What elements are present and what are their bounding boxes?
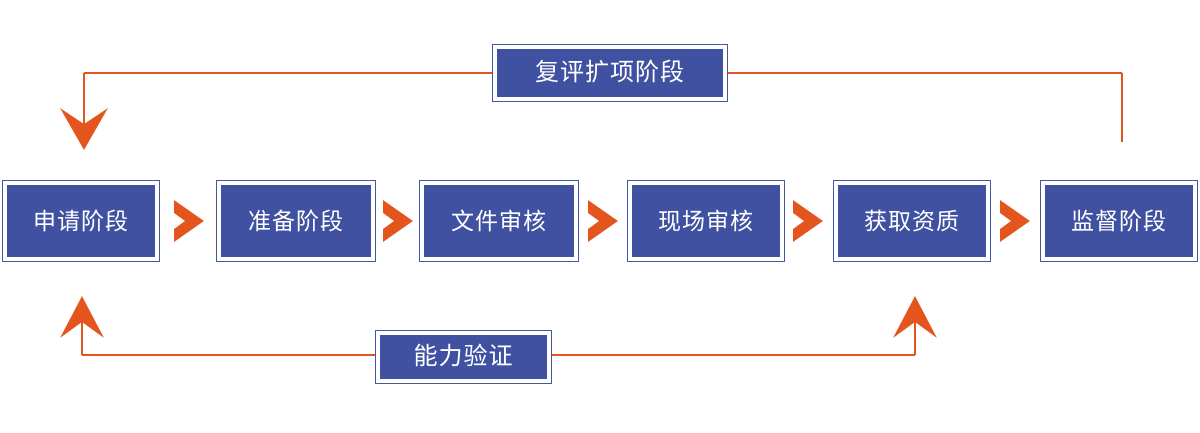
process-box-step-onsite[interactable]: 现场审核 [627, 180, 785, 262]
process-box-step-doc-review-label: 文件审核 [451, 207, 547, 234]
process-box-step-apply-label: 申请阶段 [33, 207, 129, 234]
process-box-step-supervise-fill: 监督阶段 [1044, 184, 1194, 258]
process-box-step-onsite-label: 现场审核 [658, 207, 754, 234]
chevron-right-icon-3 [588, 200, 618, 242]
arrow-up-icon-2 [893, 296, 937, 338]
process-box-step-obtain-label: 获取资质 [864, 207, 960, 234]
branch-box-capability-verification-label: 能力验证 [413, 343, 514, 370]
chevron-right-icon-2 [383, 200, 413, 242]
branch-box-reassessment[interactable]: 复评扩项阶段 [492, 44, 728, 102]
process-box-step-doc-review-fill: 文件审核 [423, 184, 575, 258]
arrow-up-icon [60, 296, 104, 338]
branch-box-capability-verification-fill: 能力验证 [379, 334, 548, 380]
process-box-step-prepare-fill: 准备阶段 [220, 184, 372, 258]
arrow-down-icon [60, 108, 108, 150]
process-box-step-apply-fill: 申请阶段 [6, 184, 156, 258]
chevron-right-icon-5 [1000, 200, 1030, 242]
branch-box-capability-verification[interactable]: 能力验证 [375, 330, 552, 384]
process-box-step-apply[interactable]: 申请阶段 [2, 180, 160, 262]
process-box-step-supervise-label: 监督阶段 [1071, 207, 1167, 234]
process-box-step-prepare[interactable]: 准备阶段 [216, 180, 376, 262]
chevron-right-icon-1 [174, 200, 204, 242]
branch-box-reassessment-label: 复评扩项阶段 [535, 59, 685, 86]
process-box-step-obtain-fill: 获取资质 [837, 184, 987, 258]
process-box-step-prepare-label: 准备阶段 [248, 207, 344, 234]
process-box-step-supervise[interactable]: 监督阶段 [1040, 180, 1198, 262]
process-box-step-onsite-fill: 现场审核 [631, 184, 781, 258]
process-box-step-doc-review[interactable]: 文件审核 [419, 180, 579, 262]
chevron-right-icon-4 [793, 200, 823, 242]
branch-box-reassessment-fill: 复评扩项阶段 [496, 48, 724, 98]
process-box-step-obtain[interactable]: 获取资质 [833, 180, 991, 262]
